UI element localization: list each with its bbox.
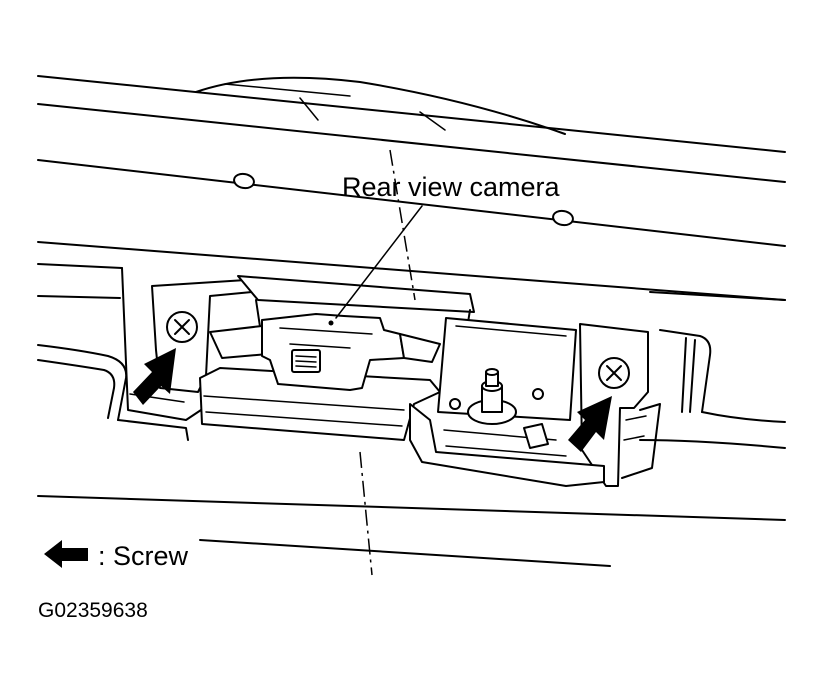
right-mount-bracket — [579, 323, 661, 487]
screw-right — [598, 357, 630, 389]
screw-left — [166, 311, 198, 343]
left-arrow-icon — [44, 540, 88, 568]
callout-leader-lines — [335, 149, 423, 576]
latch-assembly — [409, 317, 605, 487]
oval-holes — [233, 172, 574, 227]
rear-view-camera — [209, 313, 441, 391]
figure-id: G02359638 — [38, 599, 148, 622]
lower-garnish — [37, 329, 786, 567]
screw-arrow-left — [133, 348, 176, 405]
camera-bracket — [199, 275, 475, 441]
rear-view-camera-label: Rear view camera — [342, 172, 561, 202]
legend: : Screw — [44, 540, 189, 571]
legend-screw-label: : Screw — [98, 541, 189, 571]
upper-body-panel — [37, 75, 786, 301]
screw-arrow-right — [568, 396, 612, 452]
